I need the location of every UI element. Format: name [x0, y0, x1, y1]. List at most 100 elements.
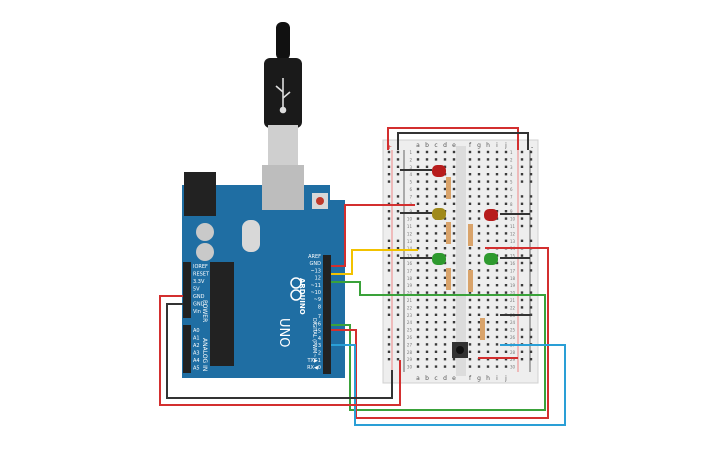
- breadboard-hole[interactable]: [452, 335, 456, 339]
- breadboard-hole[interactable]: [477, 247, 481, 250]
- breadboard-hole[interactable]: [477, 210, 481, 213]
- breadboard-hole[interactable]: [477, 239, 481, 242]
- rail-hole[interactable]: [387, 247, 391, 250]
- breadboard-hole[interactable]: [477, 165, 481, 168]
- wire-gnd[interactable]: [166, 303, 393, 399]
- breadboard-hole[interactable]: [486, 335, 490, 339]
- breadboard-hole[interactable]: [443, 180, 447, 183]
- breadboard-hole[interactable]: [434, 365, 438, 368]
- breadboard-hole[interactable]: [495, 173, 499, 176]
- breadboard-hole[interactable]: [425, 335, 429, 339]
- breadboard-hole[interactable]: [504, 187, 508, 191]
- breadboard-hole[interactable]: [495, 269, 499, 272]
- breadboard-hole[interactable]: [416, 261, 420, 265]
- breadboard-hole[interactable]: [495, 328, 499, 331]
- rail-hole[interactable]: [387, 261, 391, 265]
- rail-hole[interactable]: [520, 269, 524, 272]
- rail-hole[interactable]: [529, 313, 533, 316]
- rail-hole[interactable]: [387, 335, 391, 339]
- breadboard-hole[interactable]: [495, 313, 499, 316]
- rail-hole[interactable]: [396, 217, 400, 220]
- led-green-right[interactable]: [484, 253, 498, 265]
- breadboard-hole[interactable]: [452, 321, 456, 324]
- breadboard-hole[interactable]: [504, 210, 508, 213]
- breadboard-hole[interactable]: [486, 358, 490, 361]
- breadboard-hole[interactable]: [486, 321, 490, 324]
- breadboard-hole[interactable]: [452, 313, 456, 316]
- breadboard-hole[interactable]: [495, 276, 499, 279]
- rail-hole[interactable]: [520, 173, 524, 176]
- breadboard-hole[interactable]: [416, 343, 420, 346]
- breadboard-hole[interactable]: [486, 350, 490, 353]
- breadboard-hole[interactable]: [452, 202, 456, 205]
- breadboard-hole[interactable]: [416, 158, 420, 161]
- breadboard-hole[interactable]: [468, 165, 472, 168]
- rail-hole[interactable]: [520, 358, 524, 361]
- breadboard-hole[interactable]: [504, 269, 508, 272]
- rail-hole[interactable]: [396, 150, 400, 154]
- breadboard-hole[interactable]: [416, 298, 420, 302]
- breadboard-hole[interactable]: [443, 165, 447, 168]
- breadboard-hole[interactable]: [495, 291, 499, 294]
- rail-hole[interactable]: [529, 165, 533, 168]
- rail-hole[interactable]: [520, 254, 524, 257]
- breadboard-hole[interactable]: [486, 284, 490, 287]
- breadboard-hole[interactable]: [452, 291, 456, 294]
- rail-hole[interactable]: [396, 313, 400, 316]
- rail-hole[interactable]: [529, 224, 533, 228]
- breadboard-hole[interactable]: [425, 298, 429, 302]
- breadboard-hole[interactable]: [486, 276, 490, 279]
- rail-hole[interactable]: [396, 165, 400, 168]
- breadboard-hole[interactable]: [443, 195, 447, 198]
- breadboard-hole[interactable]: [443, 239, 447, 242]
- breadboard-hole[interactable]: [416, 210, 420, 213]
- breadboard-hole[interactable]: [477, 224, 481, 228]
- rail-hole[interactable]: [396, 180, 400, 183]
- rail-hole[interactable]: [396, 306, 400, 309]
- rail-hole[interactable]: [529, 173, 533, 176]
- wire-top-black[interactable]: [397, 132, 529, 150]
- rail-hole[interactable]: [387, 239, 391, 242]
- breadboard-hole[interactable]: [443, 343, 447, 346]
- breadboard-hole[interactable]: [443, 298, 447, 302]
- breadboard-hole[interactable]: [477, 298, 481, 302]
- breadboard-hole[interactable]: [504, 158, 508, 161]
- breadboard-hole[interactable]: [495, 180, 499, 183]
- rail-hole[interactable]: [529, 217, 533, 220]
- breadboard-hole[interactable]: [452, 239, 456, 242]
- breadboard-hole[interactable]: [416, 224, 420, 228]
- breadboard-hole[interactable]: [425, 247, 429, 250]
- led-red-left[interactable]: [432, 165, 446, 177]
- rail-hole[interactable]: [529, 306, 533, 309]
- breadboard-hole[interactable]: [425, 328, 429, 331]
- rail-hole[interactable]: [387, 284, 391, 287]
- breadboard-hole[interactable]: [416, 358, 420, 361]
- breadboard-hole[interactable]: [504, 365, 508, 368]
- breadboard-hole[interactable]: [495, 321, 499, 324]
- rail-hole[interactable]: [529, 239, 533, 242]
- usb-cable[interactable]: [264, 22, 302, 165]
- breadboard-hole[interactable]: [443, 187, 447, 191]
- rail-hole[interactable]: [529, 202, 533, 205]
- breadboard-hole[interactable]: [495, 298, 499, 302]
- breadboard-hole[interactable]: [425, 343, 429, 346]
- resistor-5[interactable]: [468, 270, 473, 292]
- breadboard-hole[interactable]: [416, 247, 420, 250]
- rail-hole[interactable]: [520, 261, 524, 265]
- breadboard-hole[interactable]: [495, 224, 499, 228]
- breadboard-hole[interactable]: [416, 180, 420, 183]
- rail-hole[interactable]: [529, 269, 533, 272]
- breadboard-hole[interactable]: [504, 321, 508, 324]
- rail-hole[interactable]: [520, 150, 524, 154]
- breadboard-hole[interactable]: [452, 224, 456, 228]
- breadboard-hole[interactable]: [504, 195, 508, 198]
- breadboard-hole[interactable]: [477, 254, 481, 257]
- resistor-3[interactable]: [446, 268, 451, 290]
- breadboard-hole[interactable]: [504, 306, 508, 309]
- breadboard-hole[interactable]: [477, 232, 481, 235]
- rail-hole[interactable]: [520, 350, 524, 353]
- breadboard-hole[interactable]: [504, 358, 508, 361]
- breadboard-hole[interactable]: [434, 321, 438, 324]
- rail-hole[interactable]: [387, 224, 391, 228]
